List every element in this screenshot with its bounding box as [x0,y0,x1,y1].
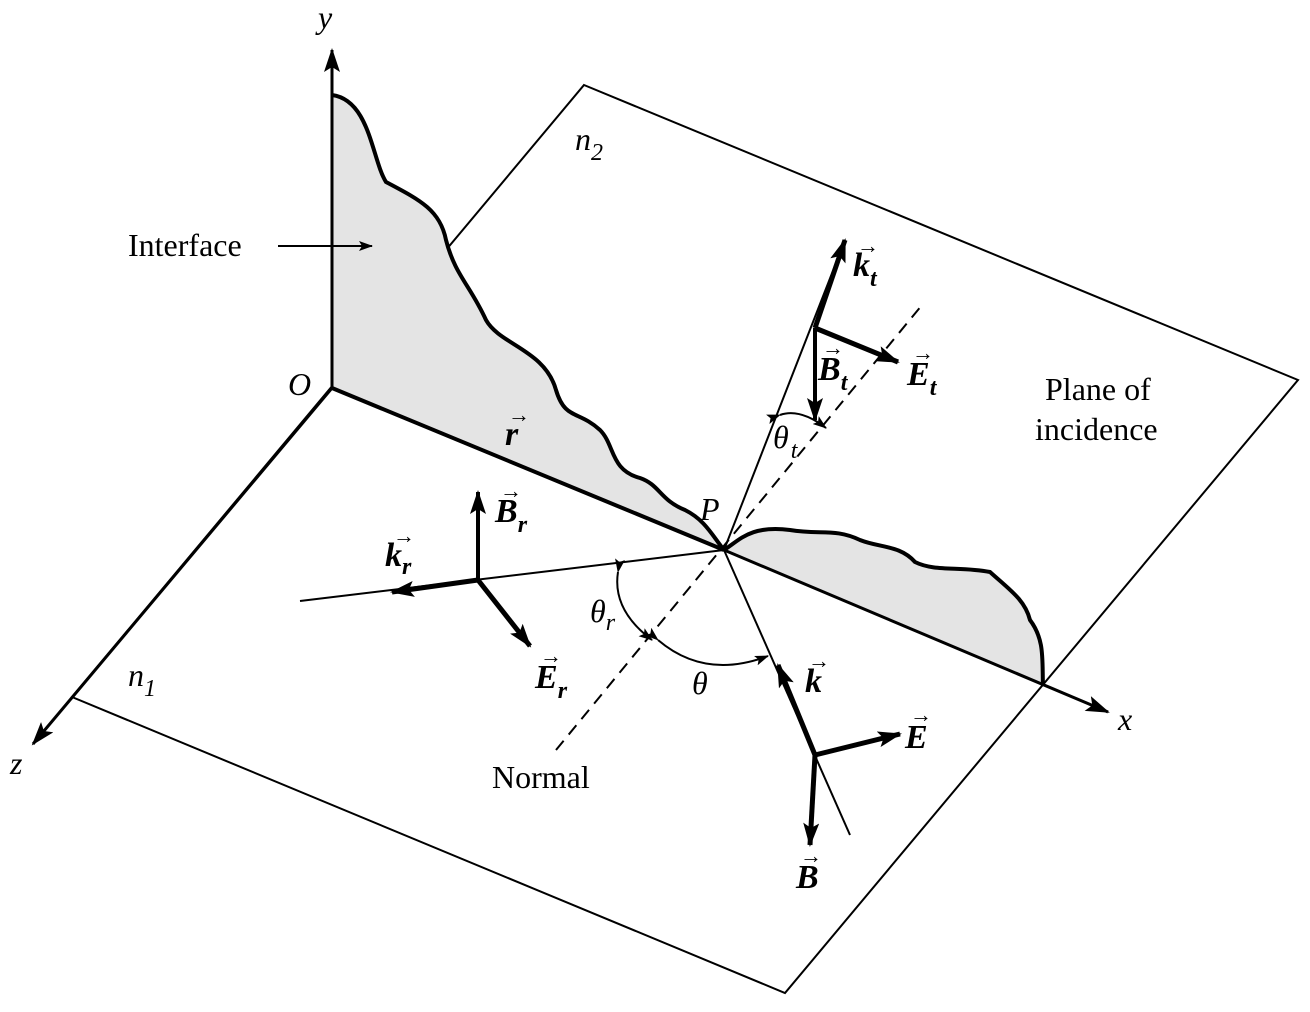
E-vec-arrow: → [910,702,932,727]
Bt-vec-arrow: → [822,335,844,360]
kr-vector [390,577,479,597]
x-axis-label: x [1117,701,1132,737]
Br-vec-arrow: → [500,478,522,503]
plane-label-line2: incidence [1035,411,1158,447]
Er-vec-label: Er [534,659,568,704]
k-vec-arrow: → [808,648,830,673]
interface-label: Interface [128,227,242,263]
k-vector [775,663,818,756]
interface-surface [332,95,724,550]
point-p-label: P [699,491,720,527]
kt-vec-label: kt [853,247,878,292]
interface-surface-right [724,529,1043,686]
kt-vec-arrow: → [857,233,879,258]
n1-label: n1 [128,657,156,702]
theta-r-arc [615,558,653,641]
theta-r-label: θr [590,593,616,636]
interface-edge [331,93,726,552]
B-vec-arrow: → [800,843,822,868]
kr-vec-arrow: → [393,523,415,548]
n2-label: n2 [575,121,603,166]
origin-label: O [288,366,311,402]
r-vector-line [331,386,725,552]
x-axis [723,548,1110,714]
Et-vec-label: Et [906,356,938,401]
B-vec-label: B [795,859,819,896]
Er-vector [476,578,532,648]
normal-label: Normal [492,759,590,795]
r-vec-label: r [505,416,519,453]
theta-t-arc [766,412,827,429]
reflected-ray [299,549,725,602]
B-vector [803,754,820,847]
Br-vec-label: Br [494,493,528,538]
theta-t-label: θt [773,419,799,464]
Et-vec-arrow: → [912,340,934,365]
kr-vec-label: kr [385,537,412,580]
E-vector [814,731,902,758]
Et-vector [814,325,900,365]
E-vec-label: E [904,719,928,756]
theta-label: θ [692,665,708,701]
z-axis [31,387,334,746]
z-axis-label: z [9,745,23,781]
r-vec-arrow: → [508,402,530,427]
k-vec-label: k [805,663,822,700]
Er-vec-arrow: → [540,643,562,668]
Bt-vec-label: Bt [817,351,849,396]
plane-of-incidence [70,83,1300,995]
theta-arc [644,627,769,666]
kt-vector [812,238,848,329]
plane-label-line1: Plane of [1045,371,1151,407]
interface-edge-right [722,527,1045,687]
normal-line [555,304,923,751]
y-axis-label: y [315,0,333,35]
